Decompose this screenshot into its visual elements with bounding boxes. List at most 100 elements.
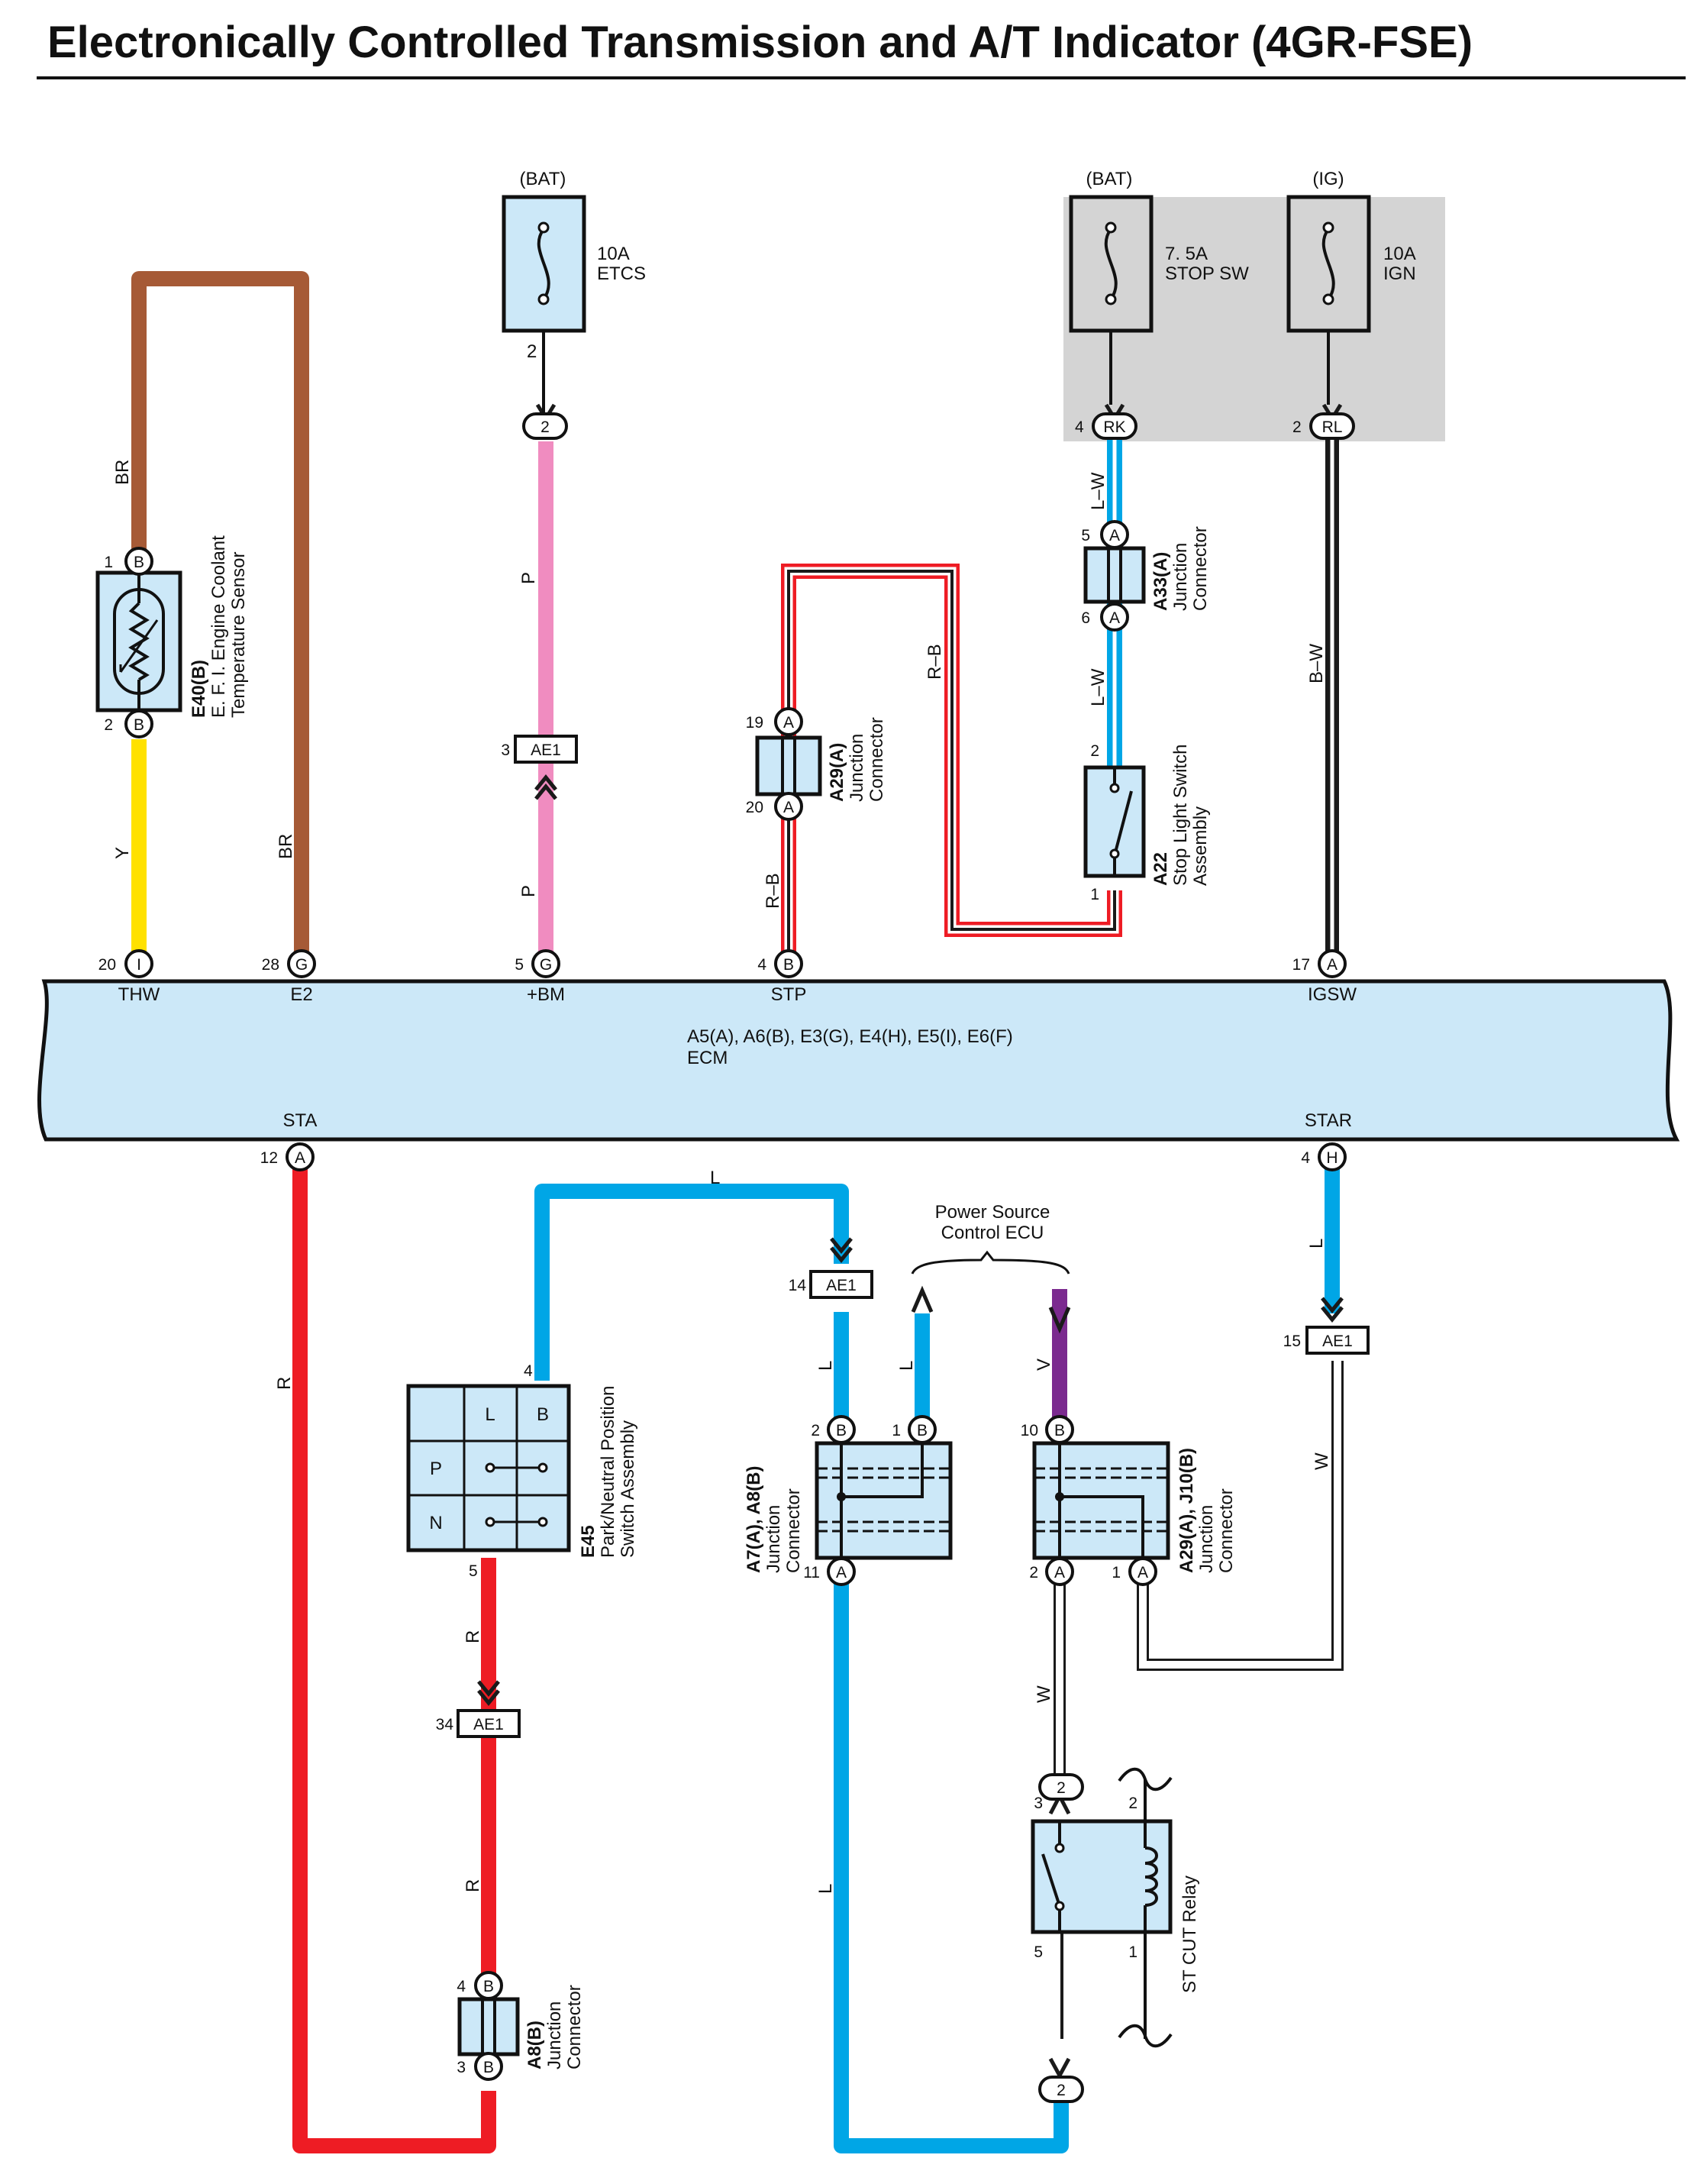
svg-text:Switch Assembly: Switch Assembly <box>618 1420 638 1558</box>
svg-text:1: 1 <box>1112 1564 1121 1581</box>
svg-text:E. F. I. Engine Coolant: E. F. I. Engine Coolant <box>208 535 229 718</box>
svg-text:L: L <box>896 1361 917 1371</box>
svg-text:Power Source: Power Source <box>935 1202 1050 1223</box>
svg-text:ST CUT Relay: ST CUT Relay <box>1179 1875 1200 1993</box>
svg-text:3: 3 <box>457 2059 466 2076</box>
svg-text:1: 1 <box>1090 886 1099 903</box>
arrow-pscu-l <box>911 1285 934 1313</box>
svg-text:BR: BR <box>276 834 296 859</box>
svg-text:4: 4 <box>1075 418 1084 436</box>
svg-text:A: A <box>783 799 794 816</box>
wire-w-star <box>1137 1361 1344 1671</box>
power-source-control-ecu-label: Power Source Control ECU <box>911 1202 1070 1275</box>
svg-text:B–W: B–W <box>1306 644 1327 683</box>
svg-text:Junction: Junction <box>1170 543 1191 611</box>
svg-text:A8(B): A8(B) <box>524 2021 545 2069</box>
svg-text:L: L <box>485 1404 495 1425</box>
ecm-pin-igsw: A 17 IGSW <box>1292 949 1357 1005</box>
arrow-pscu-v <box>1048 1307 1071 1334</box>
svg-text:A: A <box>1109 527 1120 544</box>
svg-text:28: 28 <box>262 956 279 974</box>
svg-text:5: 5 <box>1081 527 1090 544</box>
wire-l-bottom <box>834 1576 1069 2153</box>
ecm-pin-bm: G 5 +BM <box>515 949 565 1005</box>
svg-text:RK: RK <box>1103 418 1125 436</box>
svg-text:A33(A): A33(A) <box>1150 552 1171 611</box>
svg-text:V: V <box>1034 1359 1054 1371</box>
svg-text:W: W <box>1312 1452 1332 1470</box>
svg-text:A29(A), J10(B): A29(A), J10(B) <box>1176 1448 1197 1573</box>
svg-text:ECM: ECM <box>687 1048 728 1068</box>
svg-text:12: 12 <box>260 1149 278 1167</box>
ecm-pin-stp: B 4 STP <box>757 949 806 1005</box>
a29-junction-top: A 19 A 20 A29(A) Junction Connector <box>746 707 887 821</box>
svg-text:+BM: +BM <box>527 984 565 1005</box>
svg-text:B: B <box>917 1422 928 1439</box>
ae1-connector-15: AE1 15 <box>1283 1326 1370 1355</box>
svg-text:A: A <box>1109 609 1120 627</box>
arrow-ae1-34 <box>477 1680 500 1706</box>
connector-etcs: 2 <box>522 412 568 440</box>
svg-text:7. 5A: 7. 5A <box>1165 244 1208 264</box>
svg-text:R–B: R–B <box>924 644 945 680</box>
svg-text:1: 1 <box>104 554 113 571</box>
fuse-stop-sw: (BAT) 7. 5A STOP SW <box>1069 169 1249 405</box>
svg-text:10: 10 <box>1021 1422 1038 1439</box>
svg-text:B: B <box>483 1978 494 1995</box>
svg-text:A: A <box>1137 1564 1148 1581</box>
svg-text:ETCS: ETCS <box>597 263 646 284</box>
svg-text:AE1: AE1 <box>1322 1333 1353 1350</box>
arrow-ae1-3 <box>534 774 557 800</box>
svg-text:A: A <box>1054 1564 1065 1581</box>
svg-text:2: 2 <box>1057 1779 1066 1797</box>
svg-text:B: B <box>134 554 144 571</box>
svg-text:E45: E45 <box>578 1525 599 1558</box>
svg-text:20: 20 <box>98 956 116 974</box>
svg-text:L–W: L–W <box>1088 472 1108 510</box>
wire-r-loop <box>292 1162 496 2153</box>
e40-coolant-temp-sensor: B 1 B 2 E40(B) E. F. I. Engine Coolant T… <box>95 535 249 738</box>
svg-text:Junction: Junction <box>1196 1505 1217 1573</box>
svg-text:1: 1 <box>1128 1943 1137 1961</box>
svg-text:Junction: Junction <box>544 2001 565 2069</box>
arrow-ae1-14 <box>830 1237 853 1263</box>
svg-text:STAR: STAR <box>1305 1110 1352 1131</box>
svg-text:3: 3 <box>1034 1795 1043 1812</box>
a22-stop-light-switch: 2 1 A22 Stop Light Switch Assembly <box>1083 742 1211 903</box>
svg-text:15: 15 <box>1283 1333 1301 1350</box>
svg-text:19: 19 <box>746 714 763 732</box>
svg-text:2: 2 <box>1090 742 1099 760</box>
svg-text:2: 2 <box>540 418 550 436</box>
svg-text:R: R <box>463 1630 483 1643</box>
svg-text:4: 4 <box>457 1978 466 1995</box>
ecm: A5(A), A6(B), E3(G), E4(H), E5(I), E6(F)… <box>37 979 1680 1142</box>
svg-text:Connector: Connector <box>1190 526 1211 611</box>
ecm-pin-thw: I 20 THW <box>98 949 160 1005</box>
svg-text:P: P <box>518 885 539 897</box>
ecm-pin-sta: STA A 12 <box>260 1110 317 1171</box>
svg-text:Control ECU: Control ECU <box>941 1223 1044 1243</box>
fuse-ign: (IG) 10A IGN <box>1286 169 1416 405</box>
svg-text:AE1: AE1 <box>531 741 561 759</box>
arrow-ae1-15 <box>1321 1297 1344 1323</box>
svg-text:G: G <box>295 956 308 974</box>
wire-br <box>131 271 309 964</box>
ae1-connector-14: AE1 14 <box>789 1270 873 1299</box>
svg-text:BR: BR <box>112 460 133 485</box>
svg-text:N: N <box>429 1513 442 1533</box>
a8-junction-bottom: B 4 B 3 A8(B) Junction Connector <box>457 1971 585 2081</box>
svg-text:L: L <box>710 1168 720 1188</box>
svg-text:THW: THW <box>118 984 160 1005</box>
svg-text:L: L <box>815 1884 836 1894</box>
svg-text:Assembly: Assembly <box>1190 806 1211 886</box>
ecm-pin-star: STAR H 4 <box>1301 1110 1352 1171</box>
svg-text:5: 5 <box>1034 1943 1043 1961</box>
svg-text:A: A <box>836 1564 847 1581</box>
svg-text:2: 2 <box>104 716 113 734</box>
svg-text:14: 14 <box>789 1277 807 1294</box>
svg-text:A5(A), A6(B), E3(G), E4(H), E5: A5(A), A6(B), E3(G), E4(H), E5(I), E6(F) <box>687 1026 1013 1047</box>
svg-text:E2: E2 <box>290 984 312 1005</box>
svg-text:Junction: Junction <box>763 1505 784 1573</box>
svg-text:11: 11 <box>803 1564 820 1581</box>
